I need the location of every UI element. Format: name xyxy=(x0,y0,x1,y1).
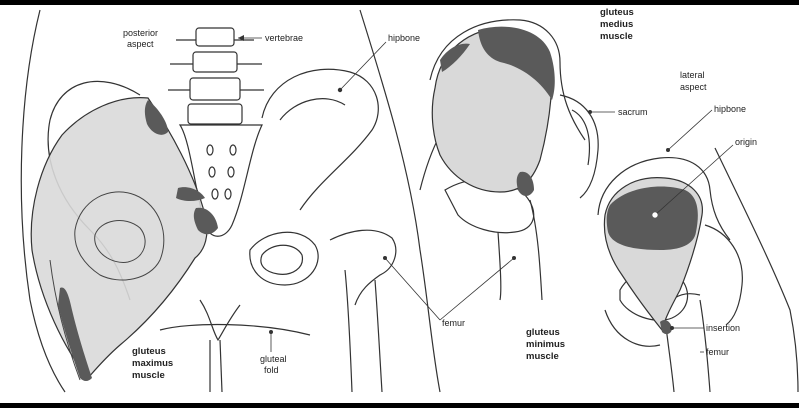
label-gluteus-minimus: gluteus minimus muscle xyxy=(526,327,565,362)
label-vertebrae-text: vertebrae xyxy=(265,33,303,43)
gluteal-fold-line xyxy=(160,325,310,335)
right-pubis xyxy=(250,232,318,285)
right-femur-shaft-2 xyxy=(375,280,382,392)
label-gmed-line2: medius xyxy=(600,19,633,30)
medius-sacrum-outline xyxy=(560,95,598,198)
medius-sacrum-inner xyxy=(572,110,589,165)
label-gluteal-fold-line1: gluteal xyxy=(260,354,287,364)
medius-femur-left xyxy=(498,232,501,300)
frame-bottom-rule xyxy=(0,403,799,408)
medius-femur-right xyxy=(530,200,542,300)
label-femur-right-text: femur xyxy=(706,347,729,357)
label-origin-text: origin xyxy=(735,137,757,147)
label-vertebrae: vertebrae xyxy=(238,33,303,43)
label-femur-middle: femur xyxy=(383,256,516,328)
vertebra-1 xyxy=(196,28,234,46)
vertebra-4 xyxy=(188,104,242,124)
label-hipbone-right-text: hipbone xyxy=(714,104,746,114)
label-hipbone-left-text: hipbone xyxy=(388,33,420,43)
label-gluteal-fold-line2: fold xyxy=(264,365,279,375)
sacral-foramina xyxy=(207,145,236,199)
frame-top-rule xyxy=(0,0,799,5)
label-posterior-aspect: posterior aspect xyxy=(123,28,158,49)
label-posterior-line1: posterior xyxy=(123,28,158,38)
label-gmin-line2: minimus xyxy=(526,339,565,350)
gmax-origin-sacrum xyxy=(176,187,205,201)
label-femur-right: femur xyxy=(700,347,729,357)
label-lateral-line1: lateral xyxy=(680,70,705,80)
label-insertion: insertion xyxy=(670,323,740,333)
label-sacrum-text: sacrum xyxy=(618,107,648,117)
label-gmin-line1: gluteus xyxy=(526,327,560,338)
label-gmax-line2: maximus xyxy=(132,358,173,369)
label-gmax-line1: gluteus xyxy=(132,346,166,357)
label-femur-middle-text: femur xyxy=(442,318,465,328)
label-lateral-line2: aspect xyxy=(680,82,707,92)
label-posterior-line2: aspect xyxy=(127,39,154,49)
gmin-insertion xyxy=(660,320,672,334)
label-gmax-line3: muscle xyxy=(132,370,165,381)
label-gmed-line1: gluteus xyxy=(600,7,634,18)
right-pubis-inner xyxy=(261,245,303,274)
label-gluteus-medius: gluteus medius muscle xyxy=(600,7,634,42)
vertebra-3 xyxy=(190,78,240,100)
body-outline-right xyxy=(360,10,440,392)
gluteal-crease xyxy=(200,300,240,340)
right-ilium xyxy=(262,69,378,210)
vertebra-2 xyxy=(193,52,237,72)
label-gmin-line3: muscle xyxy=(526,351,559,362)
minimus-femur-right xyxy=(700,300,710,392)
right-femur-neck xyxy=(330,230,396,305)
label-lateral-aspect: lateral aspect xyxy=(680,70,707,92)
label-gluteal-fold: gluteal fold xyxy=(260,330,287,375)
label-gmed-line3: muscle xyxy=(600,31,633,42)
right-femur-shaft xyxy=(345,270,352,392)
label-hipbone-left: hipbone xyxy=(338,33,420,92)
label-gluteus-maximus: gluteus maximus muscle xyxy=(132,346,173,381)
label-sacrum: sacrum xyxy=(588,107,648,117)
label-insertion-text: insertion xyxy=(706,323,740,333)
gluteus-maximus-muscle xyxy=(31,98,207,378)
right-ilium-inner xyxy=(280,99,345,120)
minimus-sacrum-outline xyxy=(705,225,742,325)
